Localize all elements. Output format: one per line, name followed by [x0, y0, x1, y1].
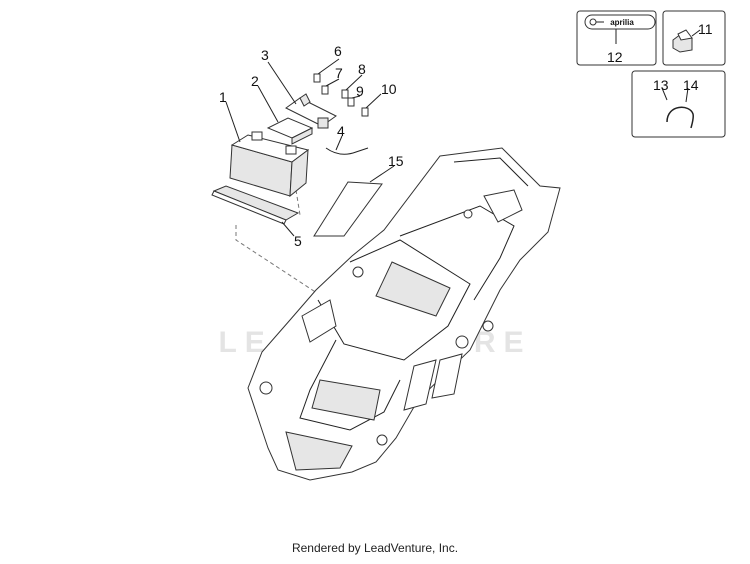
guide-dashed-line-2 [295, 189, 301, 216]
inset-box-ring: 13 14 [631, 70, 726, 138]
bolt-8 [341, 89, 349, 99]
guide-dashed-line [235, 225, 321, 296]
inset-box-clip: 11 [662, 10, 726, 66]
callout-7: 7 [335, 65, 343, 81]
part-5-pad [211, 185, 300, 225]
part-2-bracket [266, 117, 314, 145]
callout-2: 2 [251, 73, 259, 89]
footer-credit: Rendered by LeadVenture, Inc. [291, 541, 459, 555]
part-4-wire [325, 147, 369, 155]
part-1-battery [229, 131, 310, 198]
callout-9: 9 [356, 83, 364, 99]
part-3-holder [285, 93, 337, 129]
callout-4: 4 [337, 123, 345, 139]
inset-box-key: aprilia 12 [576, 10, 657, 66]
callout-6: 6 [334, 43, 342, 59]
callout-1: 1 [219, 89, 227, 105]
callout-5: 5 [294, 233, 302, 249]
bolt-9 [347, 97, 355, 107]
bolt-10 [361, 107, 369, 117]
callout-12: 12 [607, 49, 623, 65]
callout-8: 8 [358, 61, 366, 77]
callout-3: 3 [261, 47, 269, 63]
callout-14: 14 [683, 77, 699, 93]
callout-11: 11 [698, 21, 713, 37]
bolt-6 [313, 73, 321, 83]
callout-15: 15 [388, 153, 404, 169]
key-tag-text: aprilia [610, 18, 634, 27]
seat-frame [247, 147, 561, 481]
callout-13: 13 [653, 77, 669, 93]
bolt-7 [321, 85, 329, 95]
ring-part [666, 106, 694, 129]
callout-10: 10 [381, 81, 397, 97]
part-15-cover [313, 181, 383, 237]
leader-lines [225, 58, 395, 237]
